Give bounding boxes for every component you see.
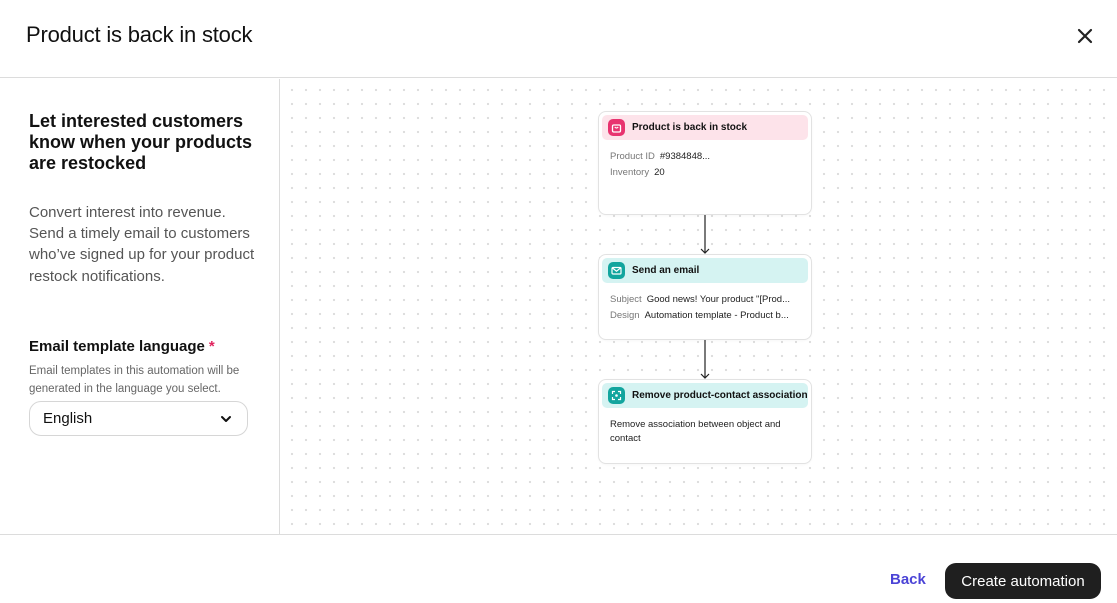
language-help-text: Email templates in this automation will … — [29, 365, 240, 395]
email-row: Subject Good news! Your product "[Prod... — [610, 292, 800, 308]
row-key: Subject — [610, 294, 642, 305]
connector-arrow — [700, 340, 710, 379]
language-select[interactable]: English — [29, 401, 248, 436]
trigger-card-header: Product is back in stock — [602, 115, 808, 140]
remove-association-card[interactable]: Remove product-contact association Remov… — [598, 379, 812, 464]
remove-card-body: Remove association between object and co… — [610, 419, 781, 444]
row-value: Good news! Your product "[Prod... — [646, 294, 791, 305]
close-icon — [1077, 28, 1093, 44]
email-card-title: Send an email — [632, 265, 700, 276]
language-label-text: Email template language — [29, 338, 205, 355]
email-row: Design Automation template - Product b... — [610, 308, 800, 324]
trigger-card-title: Product is back in stock — [632, 122, 748, 133]
flow-canvas: Product is back in stock Product ID #9384… — [281, 79, 1117, 534]
language-label: Email template language* — [29, 338, 215, 355]
intro-heading: Let interested customers know when your … — [29, 111, 253, 173]
language-select-value: English — [43, 410, 93, 427]
row-value: Automation template - Product b... — [644, 310, 789, 321]
trigger-card-body: Product ID #9384848... Inventory 20 — [599, 143, 811, 187]
row-key: Inventory — [610, 167, 650, 178]
email-card[interactable]: Send an email Subject Good news! Your pro… — [598, 254, 812, 340]
trigger-row: Inventory 20 — [610, 165, 800, 181]
close-button[interactable] — [1073, 24, 1097, 48]
trigger-row: Product ID #9384848... — [610, 149, 800, 165]
email-card-body: Subject Good news! Your product "[Prod...… — [599, 286, 811, 330]
remove-card-title: Remove product-contact association — [632, 390, 808, 401]
bag-icon — [608, 119, 625, 136]
settings-panel: Let interested customers know when your … — [0, 79, 280, 534]
dialog-header: Product is back in stock — [0, 0, 1117, 78]
back-button[interactable]: Back — [890, 571, 926, 588]
dialog-title: Product is back in stock — [26, 22, 253, 47]
row-key: Product ID — [610, 151, 655, 162]
trigger-card[interactable]: Product is back in stock Product ID #9384… — [598, 111, 812, 215]
email-card-header: Send an email — [602, 258, 808, 283]
create-automation-button[interactable]: Create automation — [945, 563, 1101, 599]
intro-description: Convert interest into revenue. Send a ti… — [29, 204, 255, 285]
row-value: #9384848... — [659, 151, 711, 162]
dialog-footer: Back Create automation — [0, 534, 1117, 603]
chevron-down-icon — [221, 416, 231, 422]
row-key: Design — [610, 310, 640, 321]
connector-arrow — [700, 215, 710, 254]
remove-card-header: Remove product-contact association — [602, 383, 808, 408]
required-marker: * — [208, 338, 215, 355]
envelope-icon — [608, 262, 625, 279]
row-value: 20 — [654, 167, 665, 178]
unlink-icon — [608, 387, 625, 404]
